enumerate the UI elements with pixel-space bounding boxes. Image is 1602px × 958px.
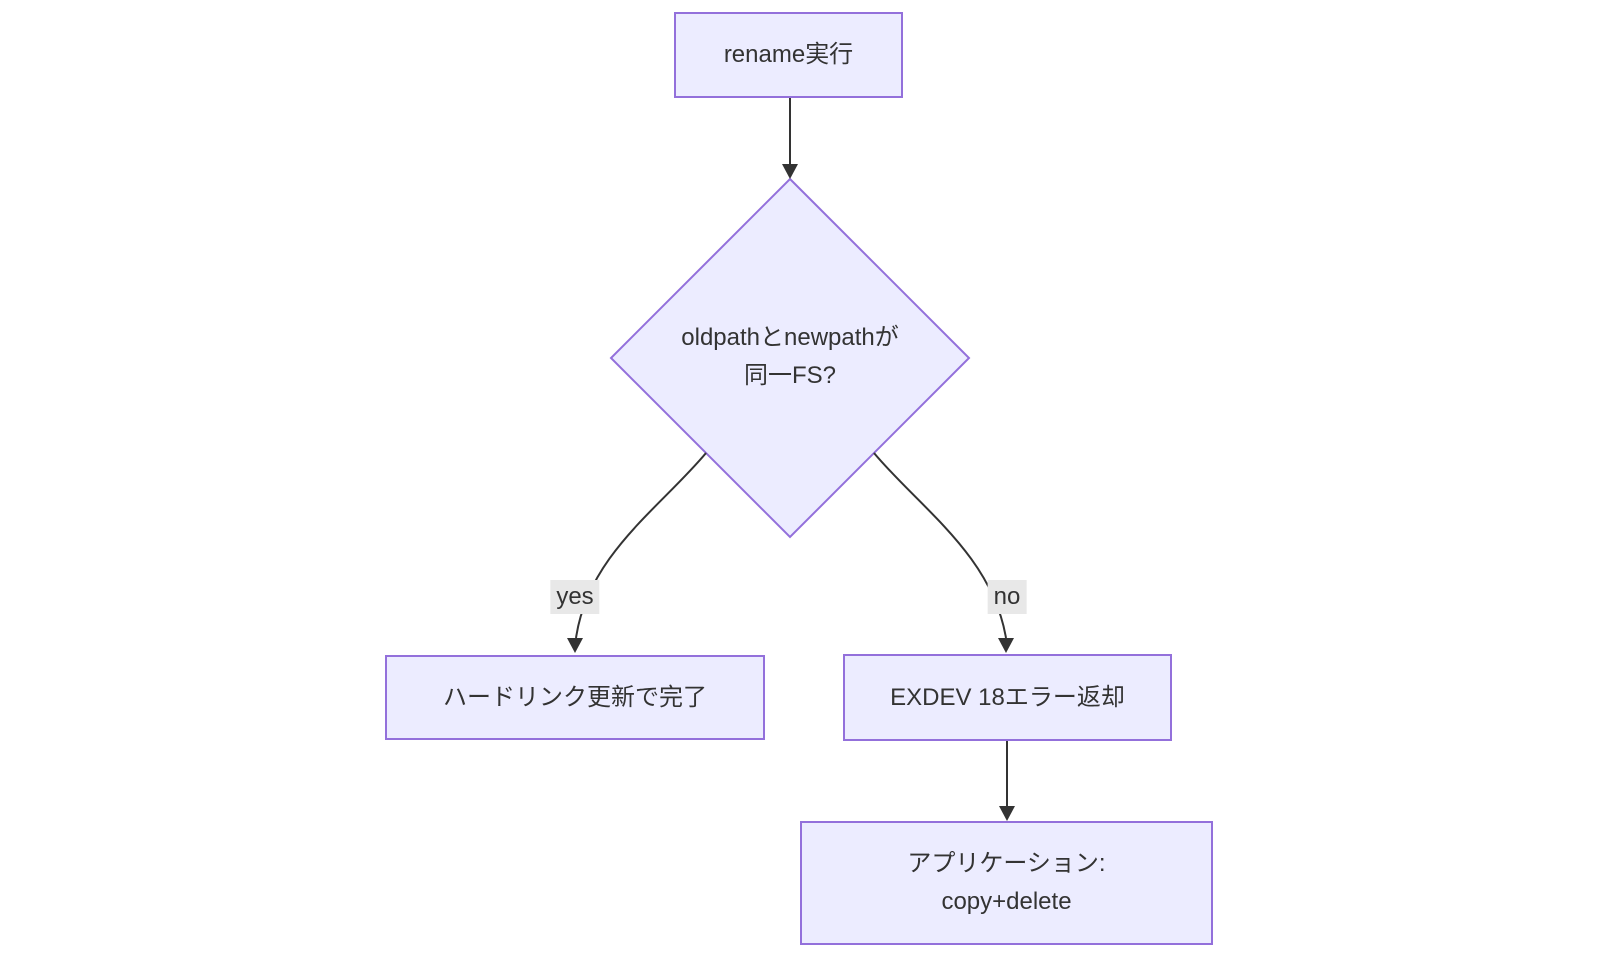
decision-diamond-shape xyxy=(609,177,971,539)
node-cross-fs-result-label: EXDEV 18エラー返却 xyxy=(890,683,1125,711)
edge-label-yes: yes xyxy=(550,580,600,614)
arrowhead-start-to-decision xyxy=(782,164,798,179)
node-app-action: アプリケーション: copy+delete xyxy=(800,821,1213,945)
node-app-action-label-line1: アプリケーション: xyxy=(907,850,1106,877)
node-start-label: rename実行 xyxy=(723,41,854,68)
edge-decision-to-cross-fs xyxy=(873,452,1007,639)
arrowhead-decision-to-same-fs xyxy=(567,638,583,653)
node-start: rename実行 xyxy=(674,12,903,98)
node-same-fs-result-label: ハードリンク更新で完了 xyxy=(443,683,707,711)
node-decision-label-line1: oldpathとnewpathが xyxy=(681,324,899,351)
arrowhead-cross-fs-to-app-action xyxy=(999,806,1015,821)
arrowhead-decision-to-cross-fs xyxy=(998,638,1014,653)
node-decision: oldpathとnewpathが 同一FS? xyxy=(681,319,898,395)
node-cross-fs-result: EXDEV 18エラー返却 xyxy=(843,654,1172,741)
node-decision-label-line2: 同一FS? xyxy=(743,362,837,389)
node-same-fs-result: ハードリンク更新で完了 xyxy=(385,655,765,740)
edge-label-no: no xyxy=(987,580,1027,614)
node-app-action-label-line2: copy+delete xyxy=(941,888,1072,915)
